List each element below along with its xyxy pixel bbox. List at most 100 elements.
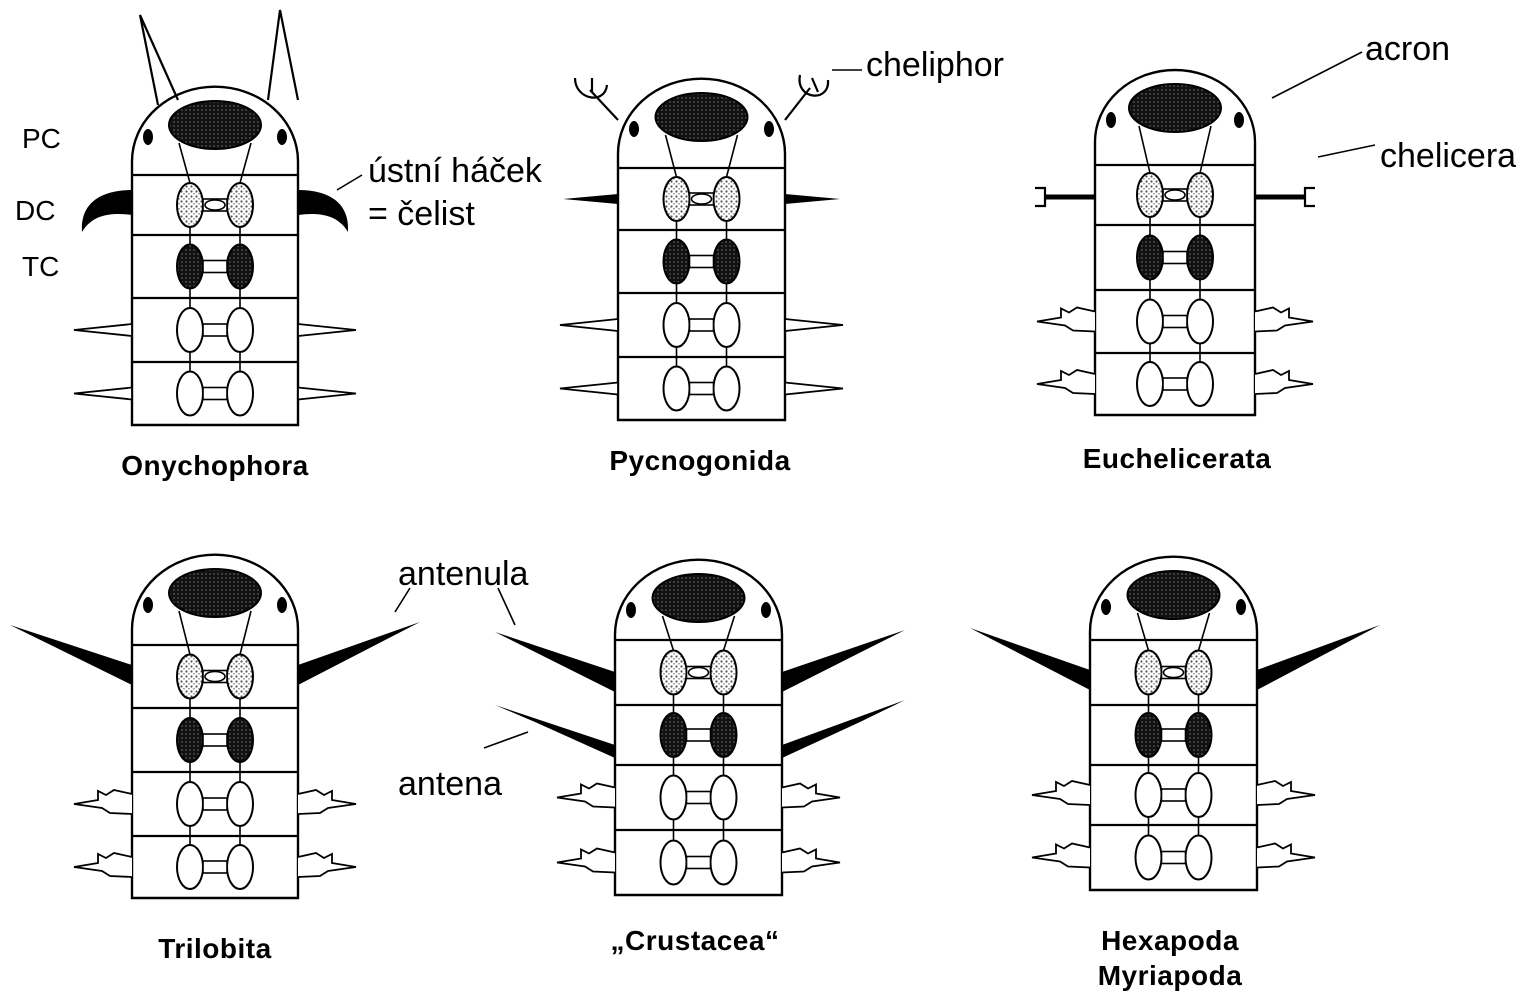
ganglion — [177, 245, 203, 289]
eye-left — [1101, 599, 1111, 615]
ganglion — [1137, 173, 1163, 217]
ganglion — [1137, 300, 1163, 344]
ganglion — [227, 183, 253, 227]
eye-right — [1234, 112, 1244, 128]
ganglion — [664, 240, 690, 284]
taxon-myriapoda: Myriapoda — [1098, 960, 1243, 991]
limb — [785, 319, 843, 331]
ganglion — [664, 303, 690, 347]
limb — [1032, 781, 1090, 805]
ganglion — [227, 718, 253, 762]
body-diagrams — [74, 70, 1315, 898]
limb — [782, 849, 840, 873]
ganglion — [661, 713, 687, 757]
limb — [298, 324, 356, 336]
taxon-onychophora: Onychophora — [121, 450, 309, 481]
ganglion — [714, 240, 740, 284]
body-crustacea — [557, 560, 840, 895]
body-euchelicerata — [1037, 70, 1313, 415]
protocerebrum — [169, 101, 261, 149]
eye-right — [277, 597, 287, 613]
ganglion — [711, 841, 737, 885]
limb — [1255, 308, 1313, 332]
ganglion — [1187, 236, 1213, 280]
limb — [560, 319, 618, 331]
eye-right — [764, 121, 774, 137]
taxon-euchelicerata: Euchelicerata — [1083, 443, 1272, 474]
taxon-hexapoda: Hexapoda — [1101, 925, 1239, 956]
ganglion — [1186, 836, 1212, 880]
limb — [557, 849, 615, 873]
ganglion — [1187, 173, 1213, 217]
ganglion — [177, 308, 203, 352]
label-antenula: antenula — [398, 555, 529, 593]
limb — [74, 790, 132, 814]
ganglion — [711, 713, 737, 757]
protocerebrum — [653, 574, 745, 622]
segment-label-pc: PC — [22, 123, 61, 154]
limb — [298, 388, 356, 400]
ganglion — [661, 776, 687, 820]
ganglion — [661, 651, 687, 695]
ganglion — [1186, 773, 1212, 817]
limb — [74, 324, 132, 336]
label-celist: = čelist — [368, 195, 475, 233]
taxon-crustacea: „Crustacea“ — [611, 925, 780, 956]
eye-left — [143, 597, 153, 613]
ganglion — [177, 782, 203, 826]
limb — [782, 784, 840, 808]
taxon-pycnogonida: Pycnogonida — [609, 445, 790, 476]
ganglion — [664, 177, 690, 221]
eye-left — [1106, 112, 1116, 128]
ganglion — [1136, 836, 1162, 880]
limb — [557, 784, 615, 808]
limb — [74, 853, 132, 877]
protocerebrum — [1129, 84, 1221, 132]
limb — [1257, 781, 1315, 805]
ganglion — [1187, 362, 1213, 406]
limb — [298, 790, 356, 814]
eye-right — [1236, 599, 1246, 615]
ganglion — [227, 655, 253, 699]
segment-label-dc: DC — [15, 195, 55, 226]
label-antena: antena — [398, 765, 502, 803]
limb — [1032, 844, 1090, 868]
protocerebrum — [656, 93, 748, 141]
limb — [1037, 370, 1095, 394]
ganglion — [227, 308, 253, 352]
label-acron: acron — [1365, 30, 1450, 68]
ganglion — [177, 655, 203, 699]
ganglion — [711, 651, 737, 695]
label-cheliphor: cheliphor — [866, 46, 1004, 84]
ganglion — [1186, 713, 1212, 757]
ganglion — [1186, 651, 1212, 695]
ganglion — [714, 367, 740, 411]
eye-left — [143, 129, 153, 145]
eye-right — [761, 602, 771, 618]
ganglion — [177, 718, 203, 762]
segment-label-tc: TC — [22, 251, 59, 282]
label-chelicera: chelicera — [1380, 137, 1516, 175]
label-ustni-hacek: ústní háček — [368, 152, 543, 190]
ganglion — [1136, 773, 1162, 817]
ganglion — [177, 372, 203, 416]
eye-left — [629, 121, 639, 137]
body-onychophora — [74, 87, 356, 425]
limb — [1257, 844, 1315, 868]
eye-right — [277, 129, 287, 145]
ganglion — [664, 367, 690, 411]
ganglion — [227, 372, 253, 416]
ganglion — [714, 303, 740, 347]
limb — [1037, 308, 1095, 332]
limb — [785, 383, 843, 395]
limb — [560, 383, 618, 395]
body-trilobita — [74, 555, 356, 898]
ganglion — [177, 183, 203, 227]
eye-left — [626, 602, 636, 618]
limb — [298, 853, 356, 877]
body-pycnogonida — [560, 79, 843, 420]
ganglion — [711, 776, 737, 820]
body-hexapoda — [1032, 557, 1315, 890]
ganglion — [714, 177, 740, 221]
ganglion — [227, 845, 253, 889]
